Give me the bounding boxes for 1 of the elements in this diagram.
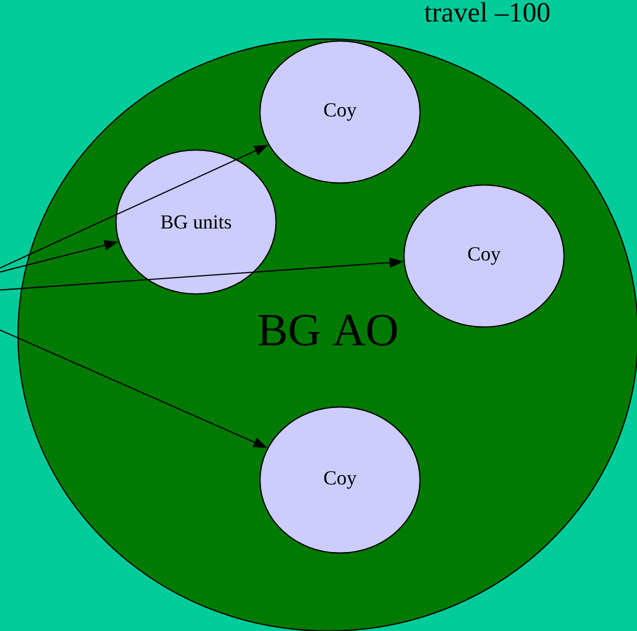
note-text: travel –100 [424, 2, 550, 22]
